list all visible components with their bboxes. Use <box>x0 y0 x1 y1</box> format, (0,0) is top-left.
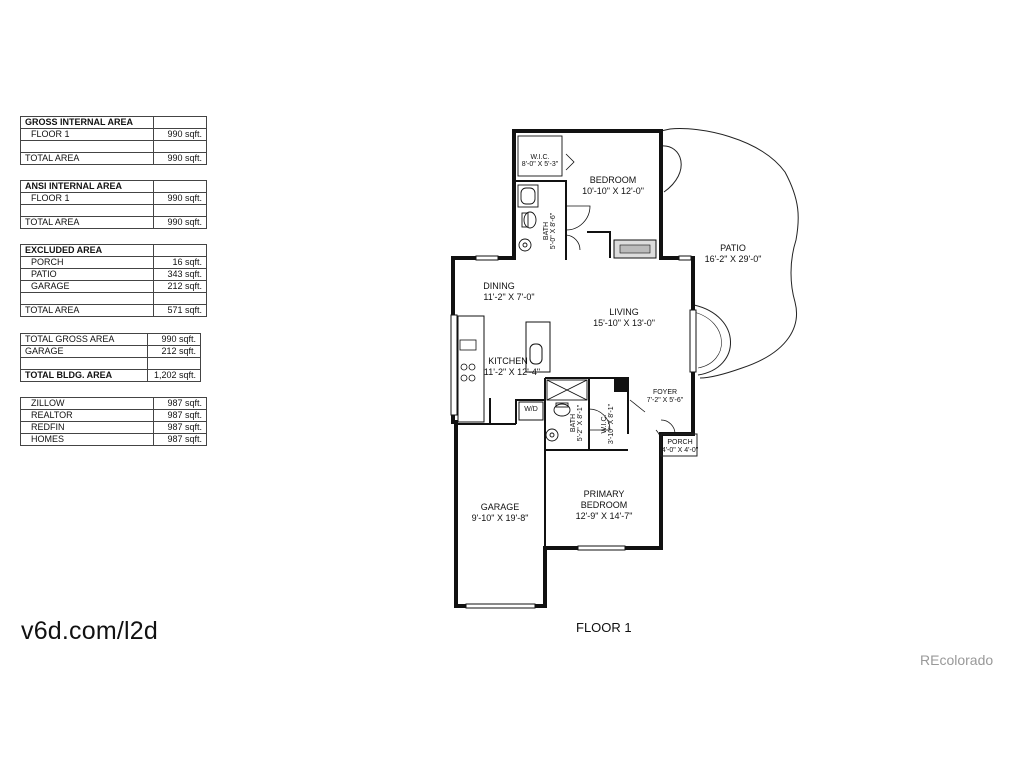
bath-lower-dims: 5'-2" X 8'-1" <box>577 404 584 441</box>
foyer-dims: 7'-2" X 5'-6" <box>647 397 684 404</box>
living-dims: 15'-10" X 13'-0" <box>593 318 655 328</box>
living-label: LIVING <box>609 307 639 317</box>
kitchen-dims: 11'-2" X 12'-4" <box>484 367 540 377</box>
table-row-value: 987 sqft. <box>153 433 207 446</box>
kitchen-label: KITCHEN <box>488 356 528 366</box>
structural-column <box>614 378 628 392</box>
wic-lower-dims: 3'-10" X 8'-1" <box>608 403 615 444</box>
patio-dims: 16'-2" X 29'-0" <box>705 254 762 264</box>
table-total-label: TOTAL BLDG. AREA <box>20 369 148 382</box>
washer-dryer <box>518 401 544 421</box>
stove-icon <box>460 363 476 382</box>
porch-outline <box>660 433 698 457</box>
table-total-label: TOTAL AREA <box>20 152 154 165</box>
wic-upper-label: W.I.C. <box>530 154 549 161</box>
patio-bay-mid <box>693 304 731 376</box>
dining-dims: 11'-2" X 7'-0" <box>483 292 534 302</box>
table-total-value: 990 sqft. <box>153 152 207 165</box>
dining-label: DINING <box>483 281 515 291</box>
bath-fixtures-upper <box>517 135 563 252</box>
wic-lower-label: W.I.C. <box>601 414 608 433</box>
patio-outline <box>660 128 799 379</box>
kitchen-counters <box>457 315 551 423</box>
bedroom-label: BEDROOM <box>590 175 637 185</box>
wd-label: W/D <box>524 406 538 413</box>
floor-title: FLOOR 1 <box>576 620 632 635</box>
table-total-value: 1,202 sqft. <box>147 369 201 382</box>
bath-upper-dims: 5'-0" X 8'-6" <box>550 212 557 249</box>
bath-lower-label: BATH <box>570 414 577 432</box>
primary-bedroom-dims: 12'-9" X 14'-7" <box>576 511 633 521</box>
porch-label: PORCH <box>667 439 692 446</box>
brand-logo-text: REcolorado <box>920 652 994 668</box>
patio-bay-top <box>660 145 682 193</box>
primary-bedroom-label-line1: PRIMARY <box>584 489 625 499</box>
watermark-url: v6d.com/l2d <box>21 617 158 645</box>
table-total-value: 990 sqft. <box>153 216 207 229</box>
primary-bedroom-label-line2: BEDROOM <box>581 500 628 510</box>
bedroom-dims: 10'-10" X 12'-0" <box>582 186 644 196</box>
bath-fixtures-lower <box>545 379 588 442</box>
porch-dims: 4'-0" X 4'-0" <box>662 447 699 454</box>
table-total-label: TOTAL AREA <box>20 216 154 229</box>
sink-icon <box>459 339 477 351</box>
wic-upper-dims: 8'-0" X 5'-3" <box>522 161 559 168</box>
bath-upper-label: BATH <box>543 222 550 240</box>
patio-label: PATIO <box>720 243 746 253</box>
foyer-label: FOYER <box>653 389 677 396</box>
table-row-label: HOMES <box>20 433 154 446</box>
garage-label: GARAGE <box>481 502 520 512</box>
table-total-value: 571 sqft. <box>153 304 207 317</box>
garage-dims: 9'-10" X 19'-8" <box>472 513 529 523</box>
windows <box>450 255 697 609</box>
